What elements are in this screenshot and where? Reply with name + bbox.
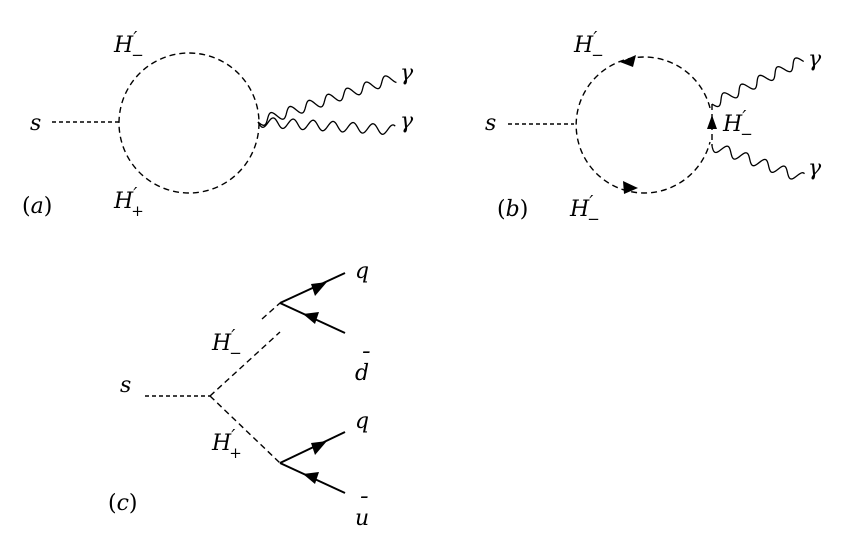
label-h-top-a: H′− [113, 28, 144, 64]
arrow-right-b [707, 115, 717, 129]
label-h-lower-c: H′+ [211, 426, 242, 462]
svg-text:d: d [355, 361, 369, 386]
diagram-a: s H′− H′+ γ γ (a) [22, 28, 414, 220]
arrow-antiquark-c1 [303, 312, 319, 324]
svg-text:¯: ¯ [359, 349, 370, 374]
arrow-bottom-b [623, 181, 638, 194]
label-s-a: s [30, 111, 41, 136]
arrow-top-b [620, 55, 636, 67]
svg-text:¯: ¯ [357, 494, 368, 519]
upper-scalar-c [209, 331, 281, 397]
loop-a [118, 52, 260, 194]
label-h-bottom-b: H′− [569, 192, 600, 228]
label-s-b: s [485, 111, 496, 136]
label-gamma-a1: γ [400, 61, 414, 86]
label-h-upper-c: H′− [211, 326, 242, 362]
label-ubar: u ¯ [355, 494, 369, 531]
label-gamma-a2: γ [400, 109, 414, 134]
label-gamma-b1: γ [808, 47, 822, 72]
arrow-quark-c1 [311, 282, 327, 296]
diagram-b: s H′− H′− H′− γ γ (b) [485, 28, 822, 228]
diagram-c: s H′− H′+ q d ¯ q u ¯ (c) [108, 259, 370, 531]
caption-c: (c) [108, 491, 138, 516]
upper-scalar-tail-c [261, 302, 281, 320]
label-h-bottom-a: H′+ [113, 184, 144, 220]
photon-line-a1 [257, 75, 397, 126]
caption-a: (a) [22, 194, 52, 219]
loop-b [575, 56, 711, 194]
arrow-quark-c2 [311, 441, 327, 455]
label-q-2: q [355, 409, 369, 434]
photon-line-a2 [257, 117, 396, 135]
label-h-right-b: H′− [722, 107, 753, 143]
label-s-c: s [120, 373, 131, 398]
label-q-1: q [355, 259, 369, 284]
arrow-antiquark-c2 [303, 472, 319, 484]
label-dbar: d ¯ [355, 349, 370, 386]
label-gamma-b2: γ [808, 156, 822, 181]
photon-line-b2 [711, 145, 805, 180]
lower-scalar-c [209, 395, 281, 464]
label-h-top-b: H′− [573, 28, 604, 64]
photon-line-b1 [711, 57, 805, 108]
caption-b: (b) [497, 197, 528, 222]
svg-text:u: u [355, 506, 369, 531]
